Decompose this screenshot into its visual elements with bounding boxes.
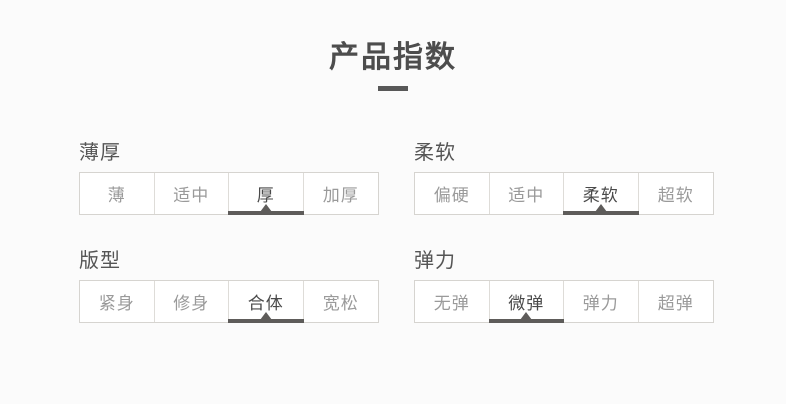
index-scale: 紧身 修身 合体 宽松 bbox=[79, 280, 379, 323]
page-title-block: 产品指数 bbox=[0, 38, 786, 91]
scale-option[interactable]: 修身 bbox=[154, 281, 229, 322]
scale-option-label: 无弹 bbox=[433, 294, 470, 314]
scale-option-label: 偏硬 bbox=[433, 186, 470, 206]
scale-option[interactable]: 加厚 bbox=[303, 173, 378, 214]
scale-option-label: 加厚 bbox=[322, 186, 359, 206]
scale-option-label: 微弹 bbox=[508, 294, 545, 314]
title-underline-rule bbox=[378, 86, 408, 91]
scale-option-label: 修身 bbox=[173, 294, 210, 314]
scale-option-label: 适中 bbox=[173, 186, 210, 206]
scale-option[interactable]: 紧身 bbox=[80, 281, 155, 322]
scale-option[interactable]: 宽松 bbox=[303, 281, 378, 322]
selection-bar bbox=[228, 319, 304, 323]
page-title: 产品指数 bbox=[329, 40, 457, 75]
scale-option[interactable]: 超软 bbox=[638, 173, 713, 214]
scale-option-label: 薄 bbox=[107, 186, 126, 206]
index-group-label: 柔软 bbox=[414, 140, 456, 164]
selection-triangle-icon bbox=[520, 312, 533, 320]
scale-option[interactable]: 适中 bbox=[489, 173, 564, 214]
index-scale: 偏硬 适中 柔软 超软 bbox=[414, 172, 714, 215]
scale-option-label: 弹力 bbox=[582, 294, 619, 314]
scale-option-label: 宽松 bbox=[322, 294, 359, 314]
index-group: 弹力无弹微弹弹力超弹 bbox=[414, 248, 714, 323]
scale-option-label: 厚 bbox=[256, 186, 275, 206]
scale-option[interactable]: 无弹 bbox=[415, 281, 490, 322]
scale-option[interactable]: 偏硬 bbox=[415, 173, 490, 214]
scale-option-label: 适中 bbox=[508, 186, 545, 206]
scale-option[interactable]: 超弹 bbox=[638, 281, 713, 322]
index-group: 版型紧身 修身 合体 宽松 bbox=[79, 248, 379, 323]
index-group: 薄厚薄 适中 厚 加厚 bbox=[79, 140, 379, 215]
selection-triangle-icon bbox=[259, 312, 272, 320]
index-groups: 薄厚薄适中厚加厚柔软偏硬适中柔软超软版型紧身修身合体宽松弹力无弹微弹弹力超弹 bbox=[79, 140, 715, 323]
index-scale: 无弹 微弹 弹力 超弹 bbox=[414, 280, 714, 323]
scale-option-label: 紧身 bbox=[98, 294, 135, 314]
selection-bar bbox=[488, 319, 564, 323]
scale-option-label: 超弹 bbox=[657, 294, 694, 314]
scale-option-selected[interactable]: 微弹 bbox=[488, 281, 564, 323]
selection-bar bbox=[563, 211, 639, 215]
selection-triangle-icon bbox=[594, 204, 607, 212]
scale-option-selected[interactable]: 厚 bbox=[228, 173, 304, 215]
index-group: 柔软偏硬适中柔软超软 bbox=[414, 140, 714, 215]
selection-triangle-icon bbox=[259, 204, 272, 212]
scale-option-label: 超软 bbox=[657, 186, 694, 206]
selection-bar bbox=[228, 211, 304, 215]
index-group-label: 弹力 bbox=[414, 248, 456, 272]
index-scale: 薄 适中 厚 加厚 bbox=[79, 172, 379, 215]
scale-option-selected[interactable]: 柔软 bbox=[563, 173, 639, 215]
index-group-label: 版型 bbox=[79, 248, 121, 272]
scale-option[interactable]: 薄 bbox=[80, 173, 155, 214]
scale-option[interactable]: 适中 bbox=[154, 173, 229, 214]
scale-option-label: 合体 bbox=[247, 294, 284, 314]
scale-option[interactable]: 弹力 bbox=[564, 281, 639, 322]
index-group-label: 薄厚 bbox=[79, 140, 121, 164]
scale-option-selected[interactable]: 合体 bbox=[228, 281, 304, 323]
scale-option-label: 柔软 bbox=[582, 186, 619, 206]
